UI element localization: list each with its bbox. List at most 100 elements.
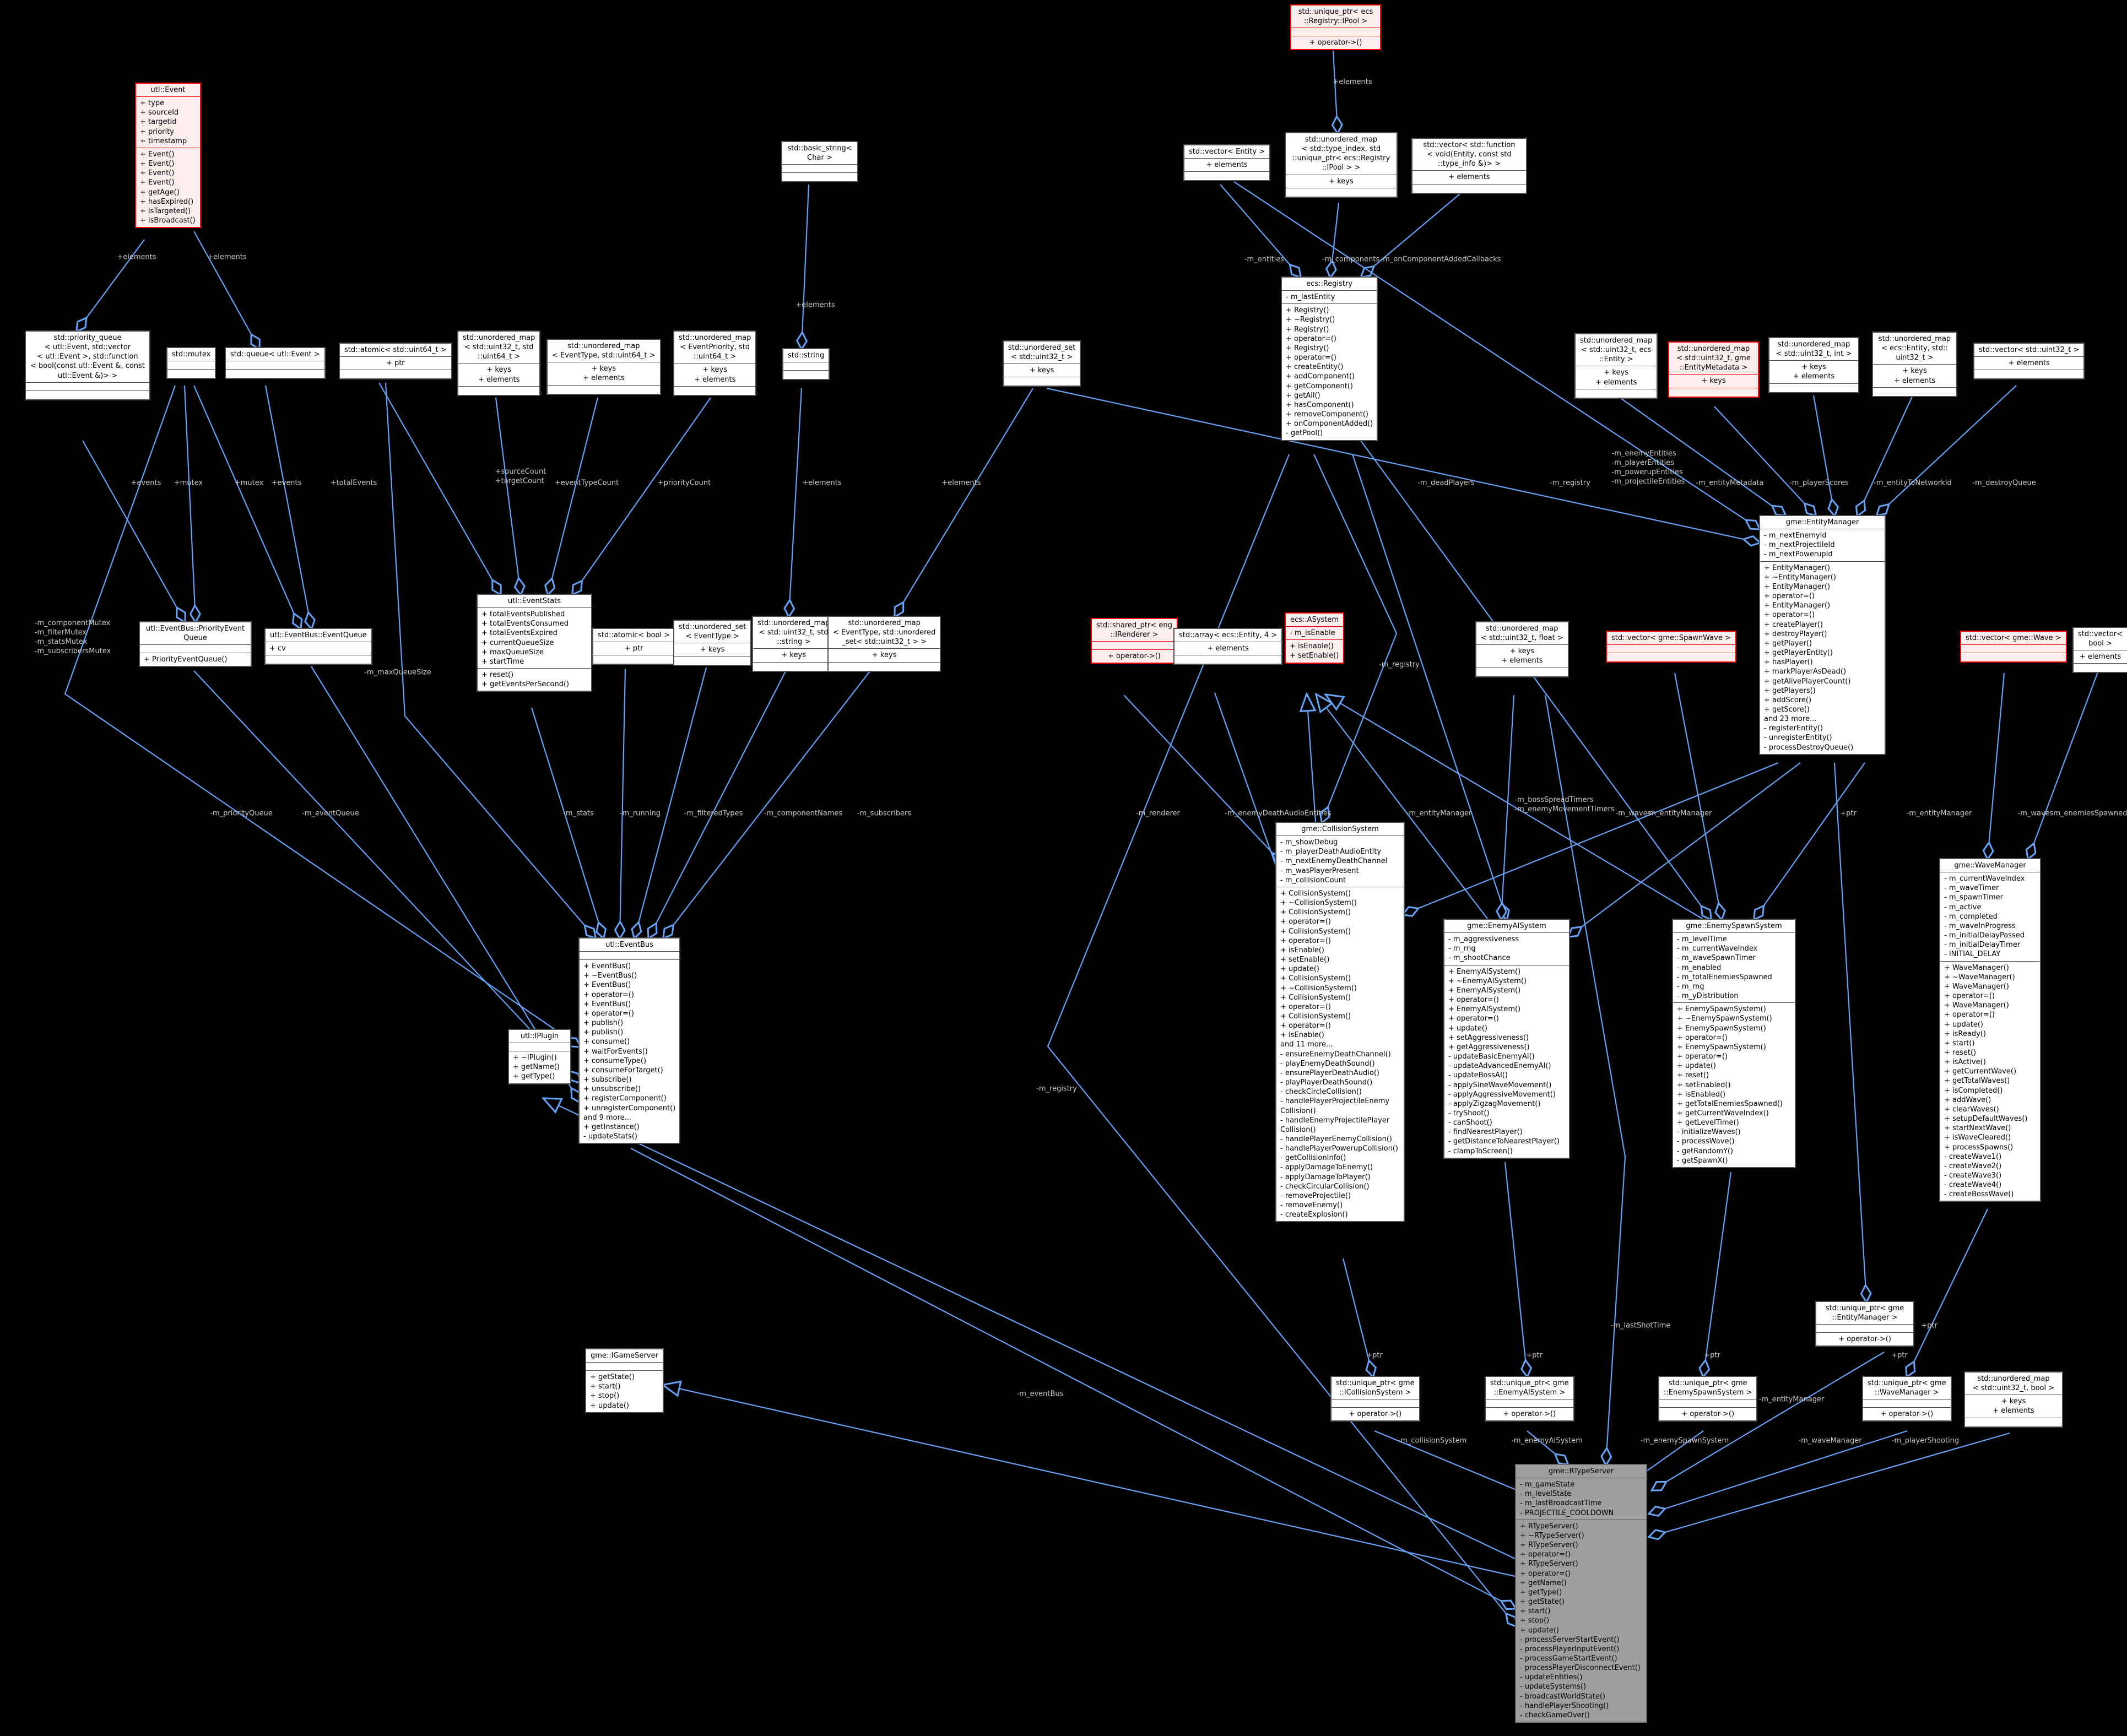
class-utl-iplugin[interactable]: utl::IPlugin+ ~IPlugin()+ getName()+ get…: [508, 1029, 571, 1084]
member-row: - updateStats(): [583, 1132, 637, 1141]
member-row: + operator->(): [1838, 1335, 1891, 1344]
class-uptr-wavemanager[interactable]: std::unique_ptr< gme ::WaveManager >+ op…: [1862, 1376, 1952, 1422]
class-utl-eventstats[interactable]: utl::EventStats+ totalEventsPublished+ t…: [477, 594, 592, 692]
methods-section: + operator->(): [1332, 1408, 1419, 1420]
class-uset-u32[interactable]: std::unordered_set < std::uint32_t >+ ke…: [1003, 340, 1081, 387]
member-row: + isCompleted(): [1944, 1086, 2003, 1095]
member-row: + elements: [1448, 173, 1490, 182]
member-row: - m_gameState: [1520, 1480, 1575, 1489]
member-row: + operator=(): [1520, 1569, 1571, 1578]
member-row: + getAge(): [140, 188, 180, 197]
class-std-string[interactable]: std::string: [782, 348, 830, 381]
class-vec-bool[interactable]: std::vector< bool >+ elements: [2072, 627, 2127, 674]
edge-totalEvents: [378, 382, 500, 594]
class-gme-collisionsystem[interactable]: gme::CollisionSystem- m_showDebug- m_pla…: [1275, 822, 1405, 1223]
class-umap-u32-string[interactable]: std::unordered_map < std::uint32_t, std …: [752, 616, 836, 672]
class-eventbus-priorityeventqueue[interactable]: utl::EventBus::PriorityEvent Queue+ Prio…: [139, 621, 252, 668]
member-row: - checkCircleCollision(): [1280, 1088, 1362, 1097]
class-title: std::unique_ptr< gme ::WaveManager >: [1863, 1377, 1951, 1400]
class-uptr-icollisionsystem[interactable]: std::unique_ptr< gme ::ICollisionSystem …: [1330, 1376, 1420, 1422]
member-row: - m_isEnable: [1290, 629, 1335, 638]
member-row: + consumeForTarget(): [583, 1066, 663, 1075]
class-umap-entity-u32[interactable]: std::unordered_map < ecs::Entity, std:: …: [1872, 332, 1957, 397]
class-sptr-irenderer[interactable]: std::shared_ptr< eng ::IRenderer >+ oper…: [1091, 618, 1178, 664]
member-row: - getRandomY(): [1677, 1147, 1734, 1155]
member-row: - m_spawnTimer: [1944, 893, 2004, 902]
class-eventbus-eventqueue[interactable]: utl::EventBus::EventQueue+ cv: [264, 628, 372, 665]
class-umap-u32-u64[interactable]: std::unordered_map < std::uint32_t, std …: [457, 330, 541, 396]
member-row: + onComponentAdded(): [1286, 420, 1373, 428]
class-utl-event[interactable]: utl::Event+ type+ sourceId+ targetId+ pr…: [135, 83, 201, 229]
member-row: - getCollisionInfo(): [1280, 1154, 1346, 1163]
member-row: + getName(): [1520, 1578, 1567, 1587]
member-row: + getInstance(): [583, 1122, 640, 1131]
class-atomic-bool[interactable]: std::atomic< bool >+ ptr: [592, 628, 676, 665]
class-umap-u32-int[interactable]: std::unordered_map < std::uint32_t, int …: [1768, 337, 1859, 393]
methods-section: [1175, 655, 1281, 664]
attributes-section: [1092, 642, 1177, 650]
class-umap-u32-entity[interactable]: std::unordered_map < std::uint32_t, ecs …: [1574, 333, 1658, 399]
methods-section: [593, 655, 674, 664]
member-row: + update(): [590, 1401, 629, 1410]
class-utl-eventbus[interactable]: utl::EventBus+ EventBus()+ ~EventBus()+ …: [578, 937, 681, 1144]
class-umap-eventpriority-u64[interactable]: std::unordered_map < EventPriority, std …: [673, 330, 757, 396]
edge-m-registry: [1351, 454, 1507, 919]
methods-section: + EventBus()+ ~EventBus()+ EventBus()+ o…: [580, 960, 679, 1143]
class-vec-u32[interactable]: std::vector< std::uint32_t >+ elements: [1973, 343, 2085, 380]
class-atomic-uint64[interactable]: std::atomic< std::uint64_t >+ ptr: [339, 343, 452, 380]
class-vec-function[interactable]: std::vector< std::function < void(Entity…: [1411, 138, 1527, 194]
member-row: + ~CollisionSystem(): [1280, 899, 1357, 908]
class-array-entity-4[interactable]: std::array< ecs::Entity, 4 >+ elements: [1173, 628, 1283, 665]
class-uset-eventtype[interactable]: std::unordered_set < EventType >+ keys: [673, 620, 752, 666]
member-row: + keys: [1604, 368, 1628, 377]
attributes-section: [783, 362, 829, 371]
member-row: + maxQueueSize: [481, 648, 544, 657]
class-umap-u32-bool[interactable]: std::unordered_map < std::uint32_t, bool…: [1964, 1371, 2063, 1428]
attributes-section: [1607, 645, 1735, 654]
member-row: - getDistanceToNearestPlayer(): [1448, 1137, 1560, 1146]
member-row: + ~EnemySpawnSystem(): [1677, 1015, 1772, 1023]
class-ecs-registry[interactable]: ecs::Registry- m_lastEntity+ Registry()+…: [1281, 276, 1378, 441]
class-vec-wave[interactable]: std::vector< gme::Wave >: [1960, 631, 2067, 663]
class-gme-entitymanager[interactable]: gme::EntityManager- m_nextEnemyId- m_nex…: [1759, 515, 1886, 755]
class-umap-u32-float[interactable]: std::unordered_map < std::uint32_t, floa…: [1475, 621, 1569, 677]
member-row: + operator=(): [1764, 592, 1815, 601]
member-row: - unregisterEntity(): [1764, 734, 1832, 742]
class-uptr-entitymanager[interactable]: std::unique_ptr< gme ::EntityManager >+ …: [1815, 1301, 1914, 1347]
class-title: std::unordered_map < std::uint32_t, floa…: [1476, 622, 1568, 645]
class-gme-enemyspawnsystem[interactable]: gme::EnemySpawnSystem- m_levelTime- m_cu…: [1672, 919, 1796, 1168]
member-row: + cv: [269, 644, 286, 653]
class-umap-u32-entitymetadata[interactable]: std::unordered_map < std::uint32_t, gme …: [1668, 341, 1759, 398]
member-row: + setupDefaultWaves(): [1944, 1115, 2028, 1124]
member-row: - playEnemyDeathSound(): [1280, 1059, 1375, 1068]
class-uptr-enemyaisystem[interactable]: std::unique_ptr< gme ::EnemyAISystem >+ …: [1485, 1376, 1574, 1422]
class-umap-eventtype-u64[interactable]: std::unordered_map < EventType, std::uin…: [546, 339, 661, 395]
edge-m-registry: [1313, 454, 1398, 822]
class-vec-spawnwave[interactable]: std::vector< gme::SpawnWave >: [1606, 631, 1736, 663]
attributes-section: [140, 645, 251, 654]
member-row: + EnemySpawnSystem(): [1677, 1005, 1766, 1014]
class-umap-eventtype-uset[interactable]: std::unordered_map < EventType, std::uno…: [827, 616, 941, 672]
attributes-section: + keys: [1669, 375, 1758, 388]
class-gme-wavemanager[interactable]: gme::WaveManager- m_currentWaveIndex- m_…: [1939, 858, 2041, 1202]
member-row: + EntityManager(): [1764, 601, 1831, 610]
class-umap-typeindex-ipool[interactable]: std::unordered_map < std::type_index, st…: [1285, 132, 1398, 198]
class-uptr-ipool[interactable]: std::unique_ptr< ecs ::Registry::IPool >…: [1290, 4, 1381, 51]
member-row: + isEnable(): [1290, 642, 1334, 651]
class-ecs-asystem[interactable]: ecs::ASystem- m_isEnable+ isEnable()+ se…: [1285, 612, 1345, 664]
class-uptr-enemyspawnsystem[interactable]: std::unique_ptr< gme ::EnemySpawnSystem …: [1658, 1376, 1758, 1422]
member-row: - INITIAL_DELAY: [1944, 950, 2001, 959]
class-gme-enemyaisystem[interactable]: gme::EnemyAISystem- m_aggressiveness- m_…: [1443, 919, 1570, 1159]
class-basic-string[interactable]: std::basic_string< Char >: [781, 141, 858, 183]
class-std-mutex[interactable]: std::mutex: [166, 347, 217, 379]
class-priority-queue[interactable]: std::priority_queue < utl::Event, std::v…: [25, 330, 150, 400]
edge-label: -m_enemySpawnSystem: [1640, 1436, 1729, 1445]
class-gme-rtypeserver[interactable]: gme::RTypeServer- m_gameState- m_levelSt…: [1515, 1464, 1647, 1723]
class-vec-entity[interactable]: std::vector< Entity >+ elements: [1183, 144, 1271, 182]
attributes-section: [1332, 1399, 1419, 1408]
member-row: - processWave(): [1677, 1137, 1735, 1146]
member-row: + update(): [1944, 1020, 1983, 1029]
attributes-section: + keys+ elements: [1576, 366, 1657, 389]
class-queue-event[interactable]: std::queue< utl::Event >: [225, 347, 326, 379]
class-gme-igameserver[interactable]: gme::IGameServer+ getState()+ start()+ s…: [585, 1348, 664, 1413]
